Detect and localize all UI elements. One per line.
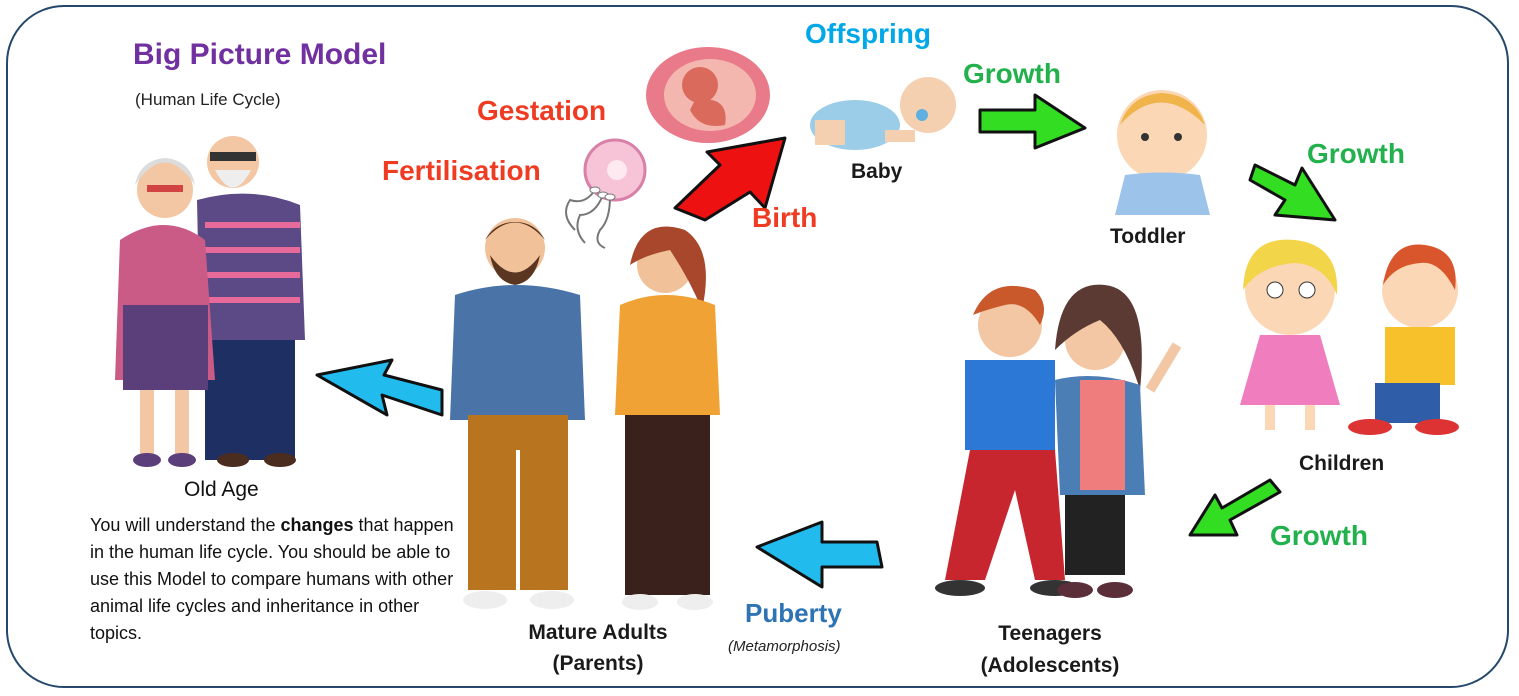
toddler-label: Toddler	[1110, 225, 1185, 249]
growth-label-2: Growth	[1307, 138, 1405, 170]
baby-illustration	[800, 70, 970, 160]
description-changes-keyword: changes	[280, 515, 353, 535]
growth-label-1: Growth	[963, 58, 1061, 90]
fertilisation-label: Fertilisation	[382, 155, 541, 187]
old-age-label: Old Age	[184, 478, 259, 502]
growth-arrow-1-icon	[975, 90, 1090, 150]
diagram-title: Big Picture Model	[133, 38, 386, 72]
birth-label: Birth	[752, 202, 817, 234]
offspring-label: Offspring	[805, 18, 931, 50]
toddler-illustration	[1100, 85, 1225, 220]
sperm-egg-illustration	[555, 135, 665, 250]
children-label: Children	[1299, 452, 1384, 476]
teenagers-label: Teenagers	[963, 622, 1137, 646]
elderly-couple-illustration	[105, 130, 315, 470]
children-illustration	[1225, 235, 1495, 440]
old-age-arrow-icon	[312, 360, 447, 435]
puberty-label: Puberty	[745, 598, 842, 629]
model-description: You will understand the changes that hap…	[90, 512, 470, 647]
diagram-subtitle: (Human Life Cycle)	[135, 90, 281, 110]
puberty-arrow-icon	[752, 522, 887, 592]
adolescents-label: (Adolescents)	[963, 654, 1137, 678]
baby-label: Baby	[851, 160, 902, 184]
teenagers-illustration	[915, 280, 1195, 610]
parents-label: (Parents)	[503, 652, 693, 676]
adults-illustration	[440, 210, 770, 620]
mature-adults-label: Mature Adults	[503, 621, 693, 645]
description-part-1: You will understand the	[90, 515, 280, 535]
growth-label-3: Growth	[1270, 520, 1368, 552]
metamorphosis-label: (Metamorphosis)	[728, 638, 841, 655]
gestation-label: Gestation	[477, 95, 606, 127]
